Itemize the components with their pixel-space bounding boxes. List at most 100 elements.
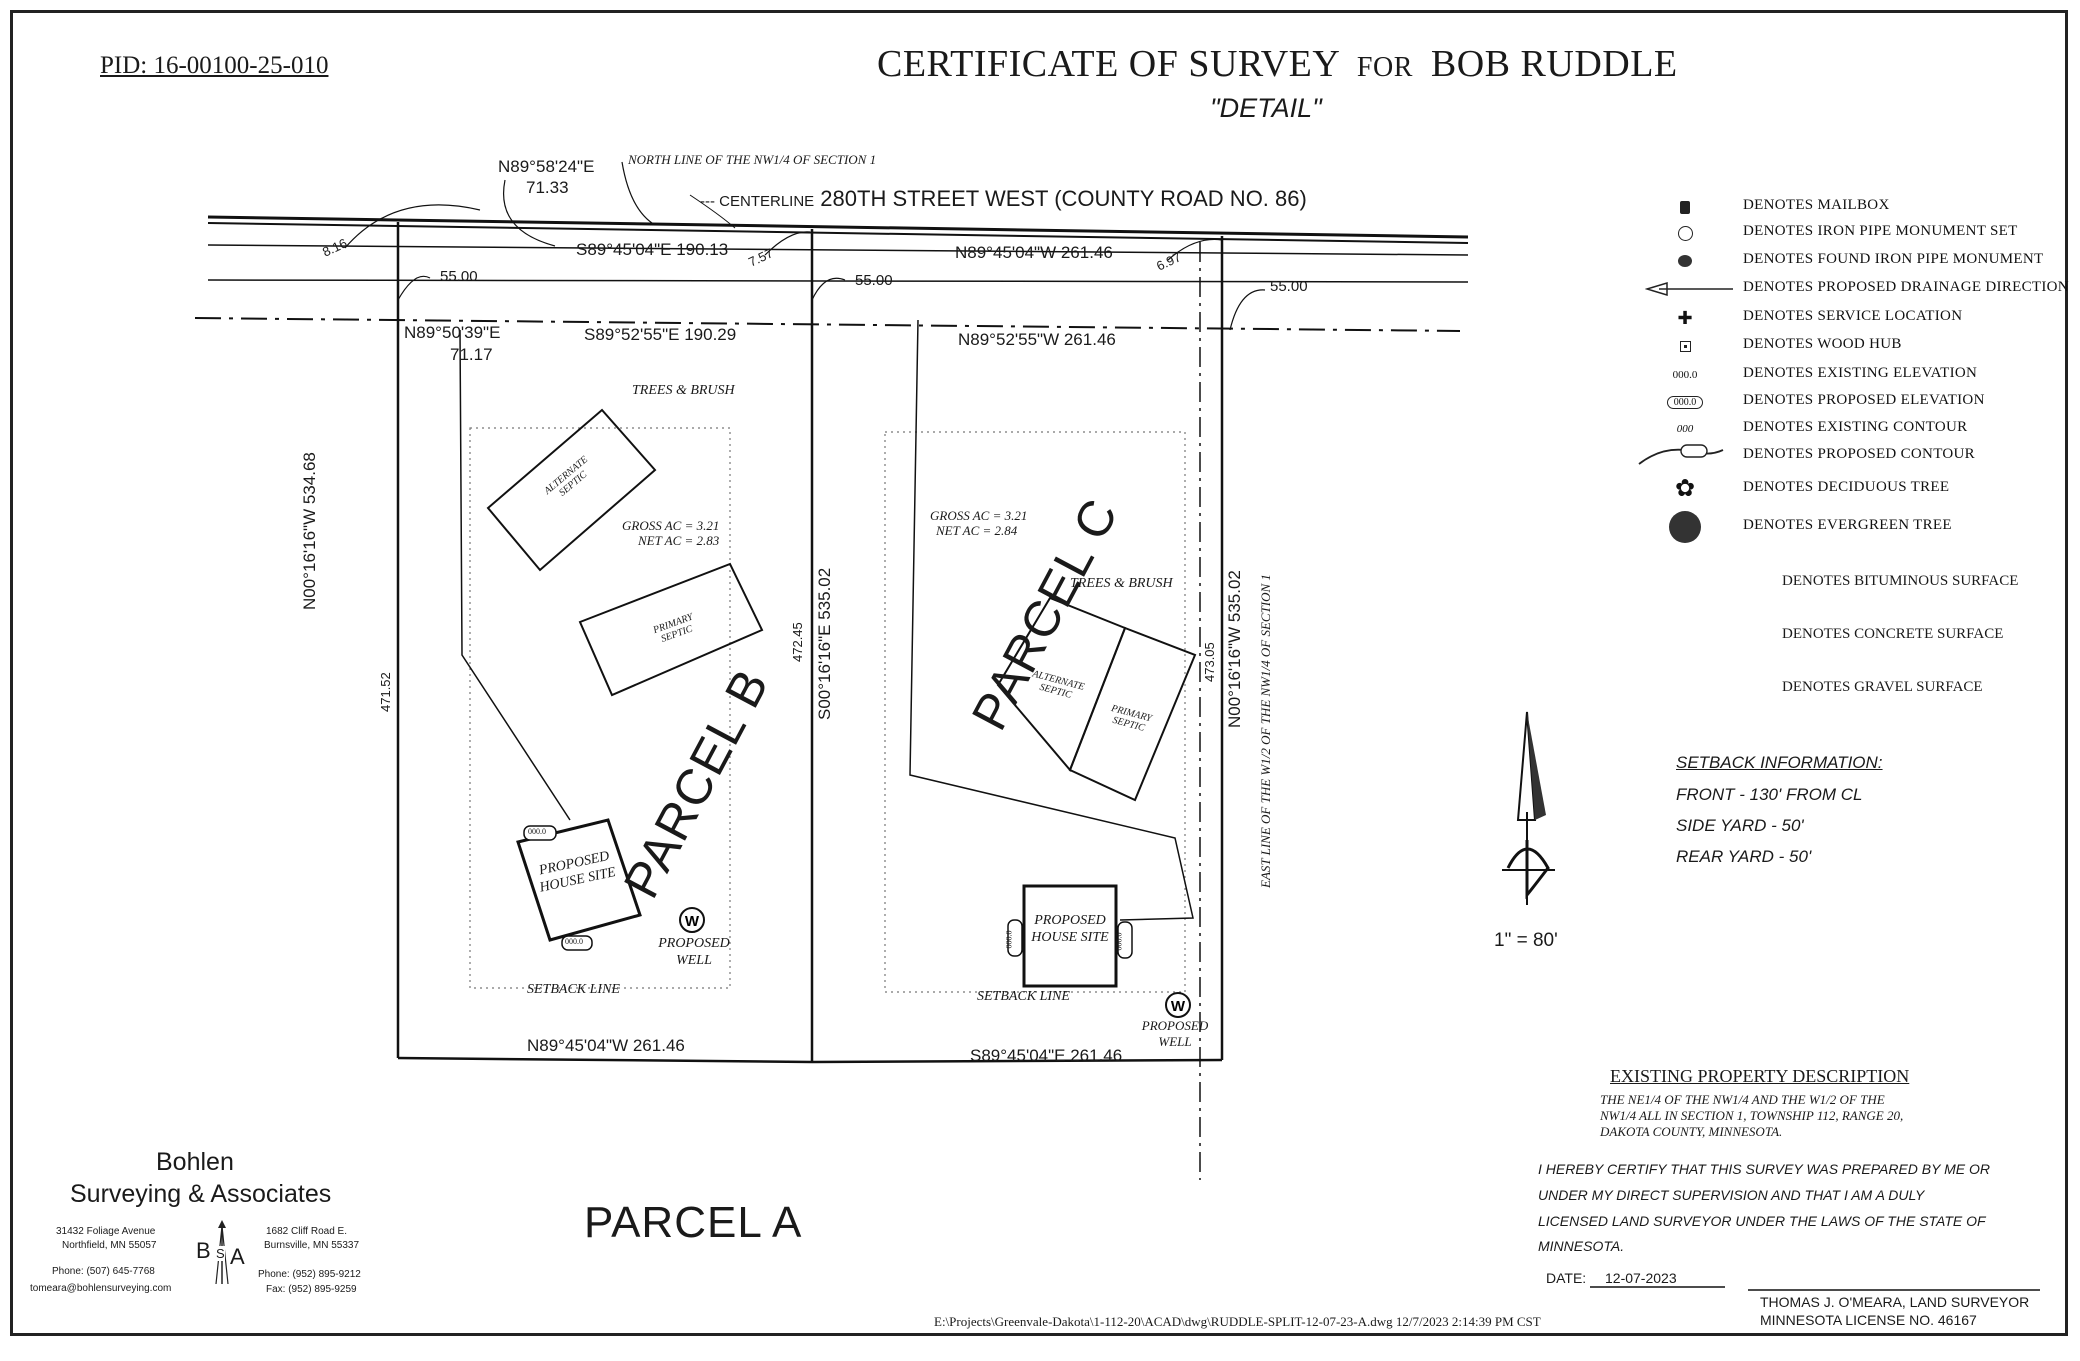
- road-centerline: [207, 244, 1469, 256]
- company-addr-right-2: Burnsville, MN 55337: [264, 1240, 360, 1251]
- road-edge-north-2: [207, 222, 1469, 244]
- logo-letter-a: A: [230, 1244, 245, 1269]
- iron-pipe-found-icon: [1678, 255, 1692, 267]
- bearing-bottom-c: S89°45'04"E 261.46: [970, 1046, 1123, 1065]
- logo-letter-s: S: [216, 1246, 225, 1261]
- parcel-c-well: PROPOSED WELL: [1141, 1018, 1209, 1049]
- parcel-c-south-line: [811, 1058, 1223, 1064]
- leader-816: [344, 204, 481, 249]
- parcel-c-well-icon: [1165, 992, 1191, 1018]
- parcel-c-net: NET AC = 2.84: [936, 523, 1018, 538]
- legend-row-mailbox: DENOTES MAILBOX: [1655, 194, 2075, 220]
- deciduous-tree-icon: ✿: [1674, 475, 1696, 502]
- legend-text-service: DENOTES SERVICE LOCATION: [1743, 308, 1963, 324]
- legend-row-iron-pipe-set: DENOTES IRON PIPE MONUMENT SET: [1655, 220, 2075, 246]
- mailbox-icon: [1680, 200, 1690, 214]
- company-addr-left-1: 31432 Foliage Avenue: [56, 1226, 156, 1237]
- page-title: CERTIFICATE OF SURVEY FOR BOB RUDDLE: [877, 42, 1678, 86]
- parcel-a-label: PARCEL A: [584, 1198, 803, 1247]
- centerline-prefix: --- CENTERLINE: [700, 193, 815, 210]
- parcel-b-alternate-septic: [486, 408, 657, 572]
- company-email: tomeara@bohlensurveying.com: [30, 1283, 172, 1294]
- leader-55-b: [397, 275, 431, 301]
- bearing-mid-side: S00°16'16"E 535.02: [815, 567, 834, 720]
- wood-hub-icon: [1679, 340, 1691, 352]
- company-phone-right: Phone: (952) 895-9212: [258, 1269, 361, 1280]
- description-line-2: NW1/4 ALL IN SECTION 1, TOWNSHIP 112, RA…: [1600, 1108, 1904, 1123]
- leader-757: [764, 231, 811, 256]
- dist-47152: 471.52: [378, 672, 393, 712]
- company-addr-right-1: 1682 Cliff Road E.: [266, 1226, 347, 1237]
- legend-text-existing-elev: DENOTES EXISTING ELEVATION: [1743, 365, 1978, 381]
- surveyor-license: MINNESOTA LICENSE NO. 46167: [1760, 1312, 1977, 1328]
- parcel-b-house-site: [516, 818, 642, 942]
- company-phone-left: Phone: (507) 645-7768: [52, 1266, 155, 1277]
- leader-north-line: [621, 161, 656, 226]
- existing-contour-icon: 000: [1676, 423, 1694, 435]
- surface-gravel: DENOTES GRAVEL SURFACE: [1782, 679, 1983, 695]
- legend-row-drainage: DENOTES PROPOSED DRAINAGE DIRECTION: [1645, 276, 2075, 302]
- legend-text-wood-hub: DENOTES WOOD HUB: [1743, 336, 1902, 352]
- bearing-4: N89°50'39"E: [404, 323, 501, 342]
- parcel-b-primary-septic: [578, 562, 764, 697]
- evergreen-tree-icon: [1669, 511, 1701, 543]
- setback-front: FRONT - 130' FROM CL: [1676, 785, 1863, 804]
- parcel-b-trees: TREES & BRUSH: [632, 383, 735, 398]
- legend-text-iron-pipe-found: DENOTES FOUND IRON PIPE MONUMENT: [1743, 251, 2044, 267]
- parcel-c-house: PROPOSED HOUSE SITE: [1031, 913, 1109, 945]
- parcel-b-well: PROPOSED WELL: [658, 936, 730, 968]
- scale-label: 1" = 80': [1494, 930, 1558, 951]
- bearing-east-side: N00°16'16"W 535.02: [1225, 570, 1244, 728]
- setback-title: SETBACK INFORMATION:: [1676, 753, 1883, 772]
- setback-dashdot: [194, 317, 1461, 332]
- bearing-4-dist: 71.17: [450, 345, 493, 364]
- parcel-c-elev-tag-left: [1007, 919, 1023, 957]
- bearing-5: S89°52'55"E 190.29: [584, 325, 737, 344]
- north-line-label: NORTH LINE OF THE NW1/4 OF SECTION 1: [628, 152, 877, 167]
- cert-line-3: LICENSED LAND SURVEYOR UNDER THE LAWS OF…: [1538, 1213, 1986, 1229]
- leader-697: [1167, 238, 1223, 261]
- parcel-b-elev-tag-top: [523, 825, 557, 841]
- leader-bearing-1: [503, 179, 556, 247]
- legend-row-existing-elev: 000.0 DENOTES EXISTING ELEVATION: [1655, 362, 2075, 388]
- cert-line-4: MINNESOTA.: [1538, 1238, 1625, 1254]
- company-fax-right: Fax: (952) 895-9259: [266, 1284, 357, 1295]
- legend-row-service: ✚ DENOTES SERVICE LOCATION: [1655, 305, 2075, 331]
- legend-text-drainage: DENOTES PROPOSED DRAINAGE DIRECTION: [1743, 279, 2069, 295]
- legend-text-iron-pipe-set: DENOTES IRON PIPE MONUMENT SET: [1743, 223, 2018, 239]
- description-line-3: DAKOTA COUNTY, MINNESOTA.: [1600, 1124, 1783, 1139]
- surveyor-name: THOMAS J. O'MEARA, LAND SURVEYOR: [1760, 1294, 2030, 1310]
- dist-47245: 472.45: [790, 622, 805, 662]
- parcel-c-elev-left: 000.0: [1004, 930, 1014, 949]
- existing-elevation-icon: 000.0: [1672, 369, 1698, 381]
- legend-row-proposed-contour: DENOTES PROPOSED CONTOUR: [1638, 443, 2075, 469]
- parcel-c-driveway: [909, 319, 1194, 921]
- legend-row-wood-hub: DENOTES WOOD HUB: [1655, 333, 2075, 359]
- dist-55-c: 55.00: [855, 272, 893, 289]
- parcel-b-net: NET AC = 2.83: [638, 533, 720, 548]
- parcel-b-setback: SETBACK LINE: [527, 982, 620, 997]
- logo-letter-b: B: [196, 1238, 211, 1263]
- company-addr-left-2: Northfield, MN 55057: [62, 1240, 157, 1251]
- dist-55-east: 55.00: [1270, 278, 1308, 295]
- setback-side: SIDE YARD - 50': [1676, 816, 1804, 835]
- road-edge-north: [207, 215, 1469, 239]
- leader-55-c: [811, 277, 846, 301]
- bearing-2: S89°45'04"E 190.13: [576, 240, 729, 259]
- cert-line-1: I HEREBY CERTIFY THAT THIS SURVEY WAS PR…: [1538, 1161, 1990, 1177]
- parcel-b-driveway: [459, 329, 571, 821]
- dist-55-b: 55.00: [440, 268, 478, 285]
- proposed-contour-icon: [1638, 444, 1724, 465]
- title-main: CERTIFICATE OF SURVEY: [877, 43, 1339, 85]
- parcel-b-gross: GROSS AC = 3.21: [622, 518, 720, 533]
- pid-label: PID: 16-00100-25-010: [100, 52, 329, 79]
- title-for: FOR: [1356, 52, 1413, 83]
- legend-row-deciduous: ✿ DENOTES DECIDUOUS TREE: [1655, 476, 2075, 502]
- parcel-c-primary-septic: [1068, 626, 1197, 802]
- legend-row-proposed-elev: 000.0 DENOTES PROPOSED ELEVATION: [1655, 389, 2075, 415]
- row-line: [207, 279, 1469, 283]
- cert-line-2: UNDER MY DIRECT SUPERVISION AND THAT I A…: [1538, 1187, 1925, 1203]
- legend-text-existing-contour: DENOTES EXISTING CONTOUR: [1743, 419, 1968, 435]
